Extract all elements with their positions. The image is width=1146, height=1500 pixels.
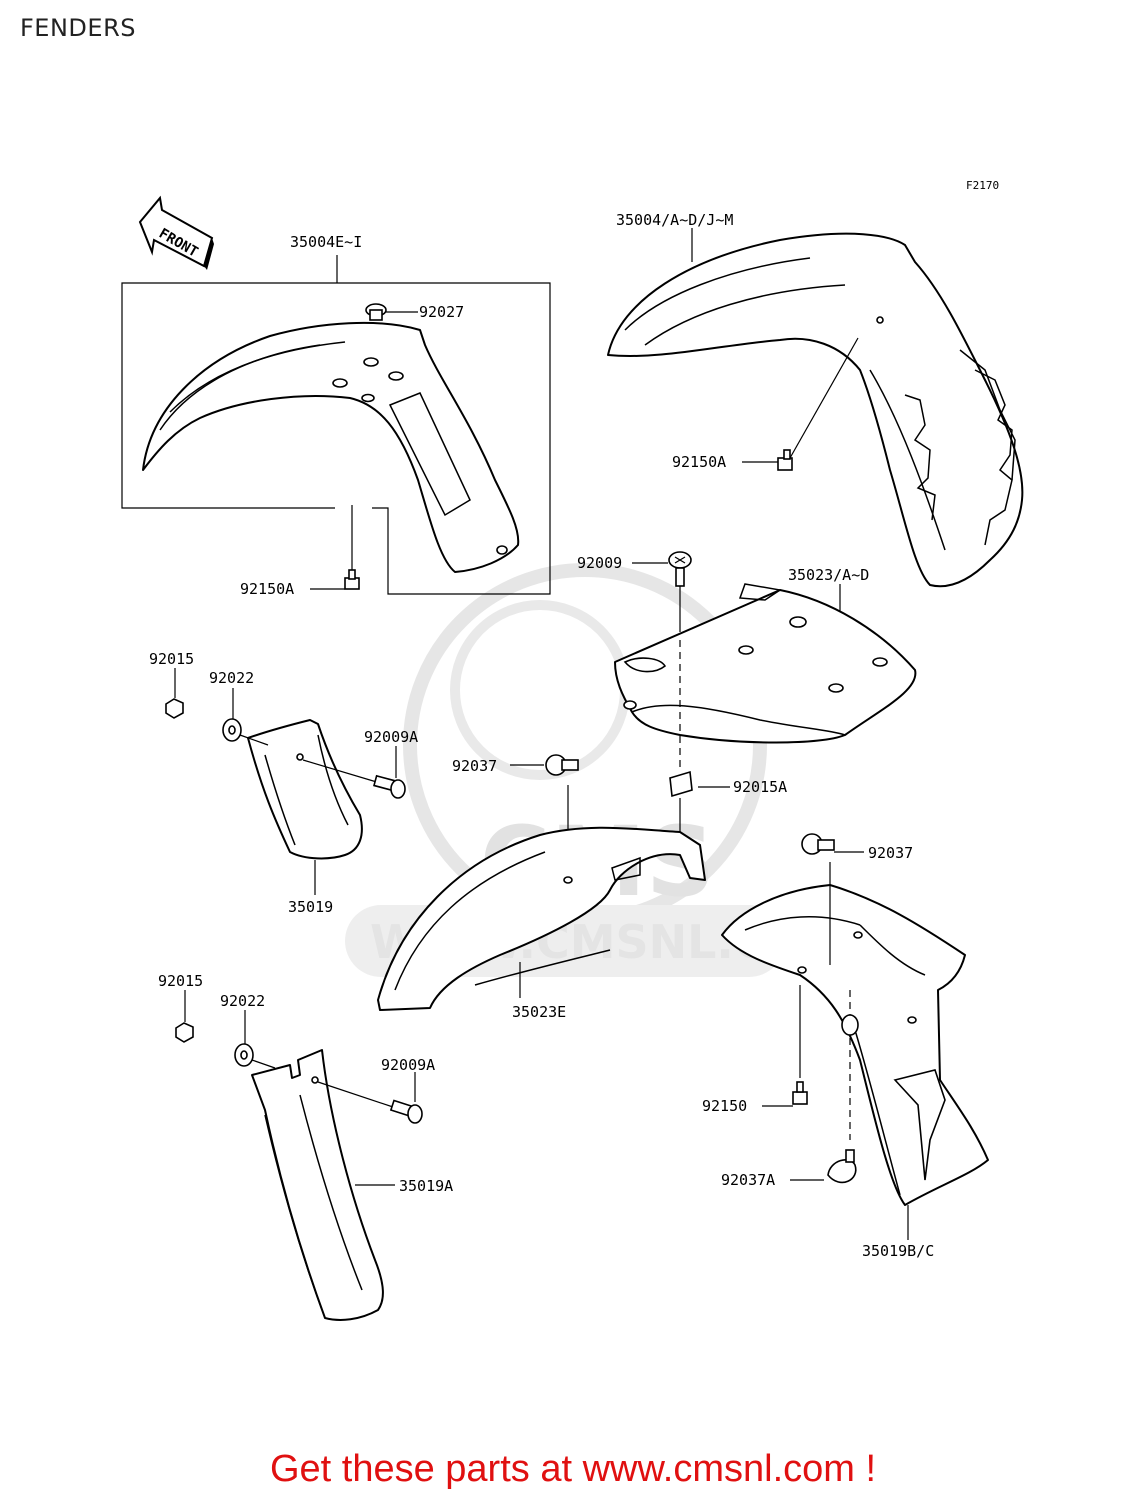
bolt-icon <box>302 746 406 799</box>
callout-label: 35004E~I <box>290 233 362 251</box>
washer-icon <box>222 688 269 746</box>
rear-fender <box>721 884 989 1240</box>
callout-label: 35019B/C <box>862 1242 934 1260</box>
mudguard <box>377 826 706 1011</box>
callout-label: 35023/A~D <box>788 566 869 584</box>
washer-icon <box>234 1010 276 1069</box>
fork-guard-short <box>247 719 363 895</box>
clip-nut-icon <box>669 770 730 840</box>
front-arrow-icon: FRONT <box>138 195 214 270</box>
callout-label: 92009 <box>577 554 622 572</box>
figure-code: F2170 <box>966 179 999 192</box>
callout-label: 35019A <box>399 1177 453 1195</box>
grommet-icon <box>365 303 418 321</box>
callout-label: 92015A <box>733 778 787 796</box>
callout-label: 35023E <box>512 1003 566 1021</box>
callout-label: 92037 <box>452 757 497 775</box>
front-fender-right <box>607 228 1024 588</box>
callout-label: 92150A <box>672 453 726 471</box>
callout-label: 92015 <box>149 650 194 668</box>
callout-label: 92037 <box>868 844 913 862</box>
callout-label: 92027 <box>419 303 464 321</box>
bolt-icon <box>742 337 859 471</box>
page-title: FENDERS <box>20 14 136 42</box>
callout-labels: 35004E~I 92027 92150A 35004/A~D/J~M 9215… <box>149 211 934 1260</box>
bolt-icon <box>317 1072 423 1124</box>
callout-label: 92150A <box>240 580 294 598</box>
callout-label: 92150 <box>702 1097 747 1115</box>
callout-label: 92022 <box>220 992 265 1010</box>
nut-icon <box>165 668 184 719</box>
bolt-icon <box>762 985 808 1107</box>
clamp-icon <box>790 990 859 1184</box>
front-fender-left <box>142 321 520 573</box>
side-plate <box>614 583 917 744</box>
callout-label: 92037A <box>721 1171 775 1189</box>
callout-label: 92022 <box>209 669 254 687</box>
bolt-icon <box>310 505 360 590</box>
nut-icon <box>175 990 194 1043</box>
fork-guard-long <box>251 1049 395 1321</box>
callout-label: 92009A <box>364 728 418 746</box>
screw-icon <box>632 551 692 770</box>
callout-label: 92015 <box>158 972 203 990</box>
callout-label: 35019 <box>288 898 333 916</box>
callout-label: 92009A <box>381 1056 435 1074</box>
assembly-bracket <box>121 255 551 595</box>
footer-link[interactable]: Get these parts at www.cmsnl.com ! <box>269 1448 877 1490</box>
clamp-icon <box>801 833 864 965</box>
callout-label: 35004/A~D/J~M <box>616 211 733 229</box>
